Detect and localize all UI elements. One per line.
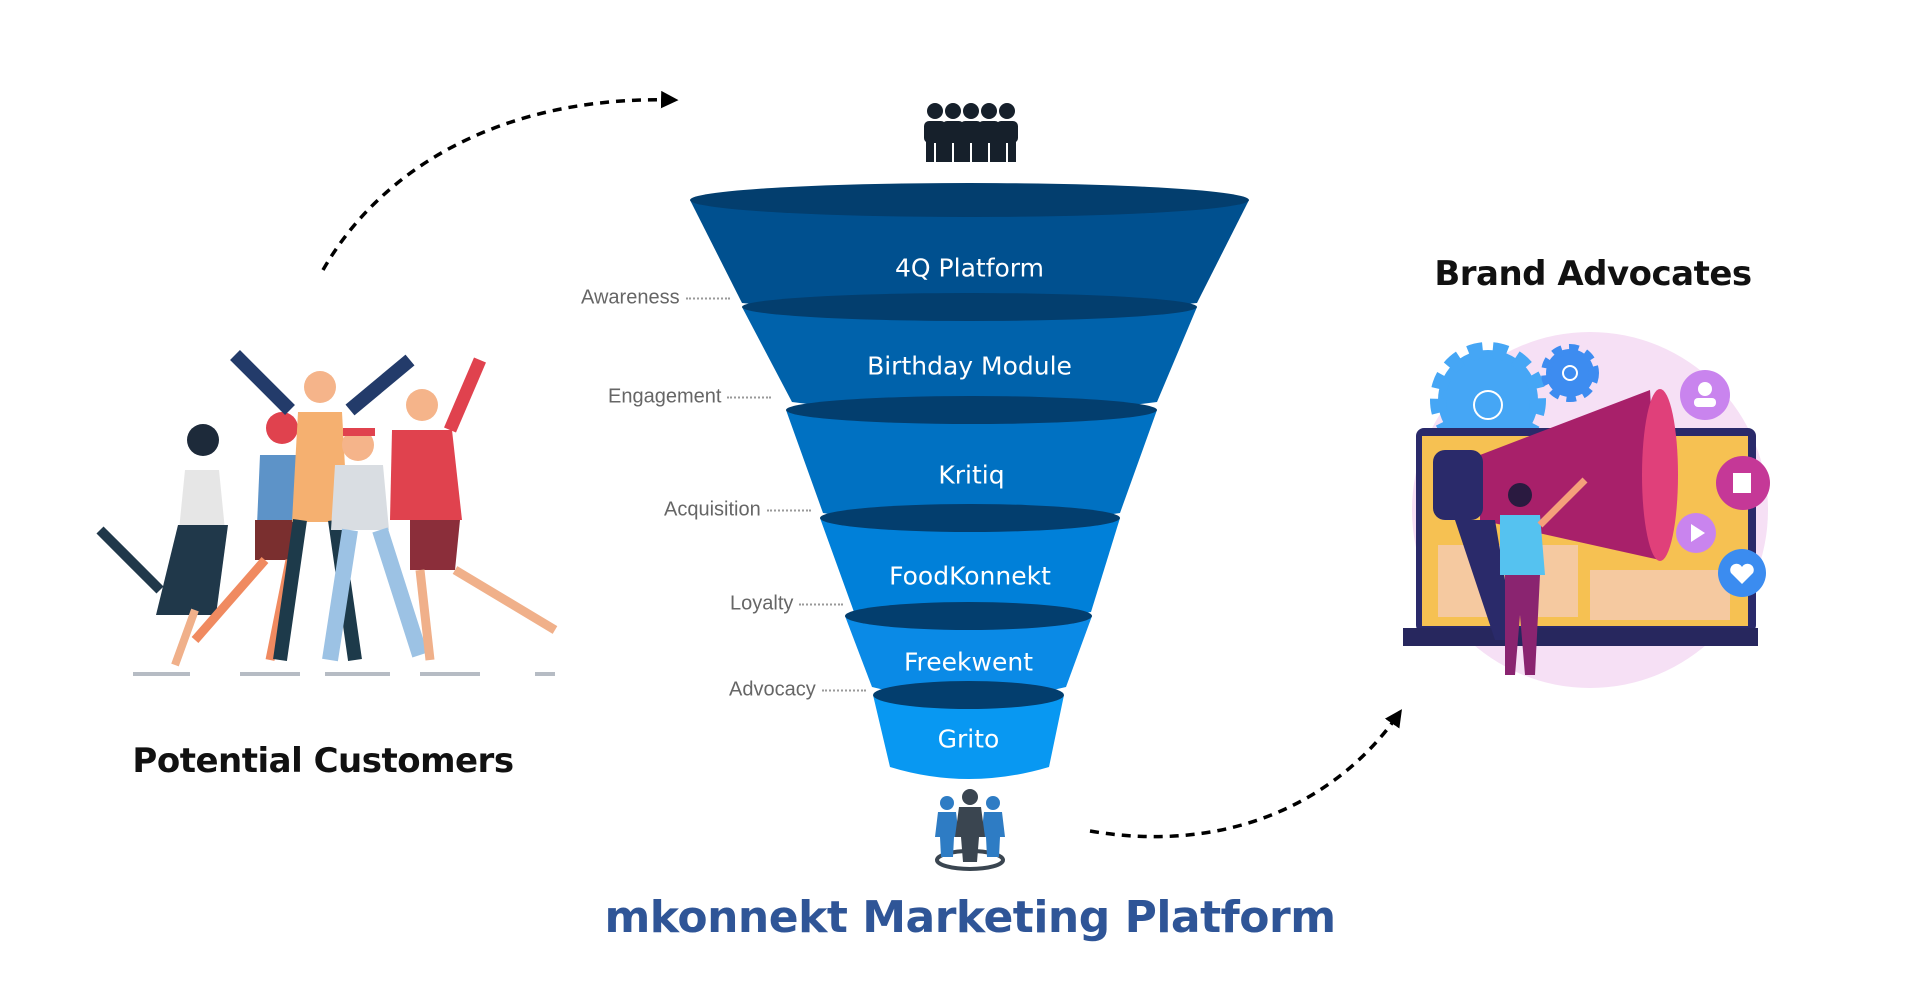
funnel-segment-body: [873, 695, 1064, 779]
leader-line: [727, 396, 772, 398]
funnel-segment-rim: [820, 504, 1120, 532]
funnel-segment-body: [786, 410, 1157, 525]
funnel-label-freekwent: Freekwent: [903, 647, 1034, 677]
arrow-to-advocates: [1089, 709, 1402, 839]
funnel-label-grito: Grito: [937, 724, 1000, 754]
leader-line: [821, 689, 866, 691]
funnel-label-birthday-module: Birthday Module: [867, 351, 1072, 381]
funnel-label-4q-platform: 4Q Platform: [895, 253, 1044, 283]
stage-advocacy: Advocacy: [729, 679, 866, 702]
funnel-segment-rim: [873, 681, 1064, 709]
crowd-icon: [924, 103, 1018, 162]
funnel-segment-rim: [690, 183, 1249, 217]
platform-title: mkonnekt Marketing Platform: [604, 892, 1336, 943]
stage-label: Loyalty: [730, 592, 794, 615]
arrow-to-funnel: [321, 90, 679, 271]
brand-advocates-title: Brand Advocates: [1434, 254, 1752, 294]
funnel-segment-rim: [845, 602, 1092, 630]
stage-loyalty: Loyalty: [730, 592, 844, 616]
funnel-label-foodkonnekt: FoodKonnekt: [889, 561, 1051, 591]
potential-customers-title: Potential Customers: [132, 741, 514, 781]
stage-label: Engagement: [608, 385, 722, 408]
funnel-segment-rim: [742, 293, 1197, 321]
gear-icon: [1541, 344, 1599, 402]
leader-line: [685, 297, 730, 299]
funnel-segment-birthday-module: [742, 293, 1197, 414]
funnel-segment-foodkonnekt: [820, 504, 1120, 624]
funnel-segment-rim: [786, 396, 1157, 424]
funnel-segment-freekwent: [845, 602, 1092, 699]
stage-label: Awareness: [581, 286, 680, 309]
stage-engagement: Engagement: [608, 385, 772, 409]
leader-line: [766, 509, 811, 511]
brand-advocates-illustration: [1403, 332, 1770, 688]
stage-label: Acquisition: [664, 498, 761, 521]
funnel-segment-body: [845, 616, 1092, 699]
funnel-segment-body: [690, 200, 1249, 315]
funnel-segment-body: [820, 518, 1120, 624]
stage-awareness: Awareness: [581, 287, 730, 310]
leader-line: [799, 603, 844, 605]
stage-acquisition: Acquisition: [664, 499, 811, 522]
funnel-segment-body: [742, 307, 1197, 414]
funnel-segment-kritiq: [786, 396, 1157, 525]
potential-customers-illustration: [96, 350, 558, 676]
team-icon: [935, 789, 1005, 871]
funnel: [690, 183, 1249, 779]
funnel-segment-grito: [873, 681, 1064, 779]
funnel-segment-4q-platform: [690, 183, 1249, 315]
stage-label: Advocacy: [729, 678, 816, 701]
funnel-label-kritiq: Kritiq: [938, 460, 1005, 490]
